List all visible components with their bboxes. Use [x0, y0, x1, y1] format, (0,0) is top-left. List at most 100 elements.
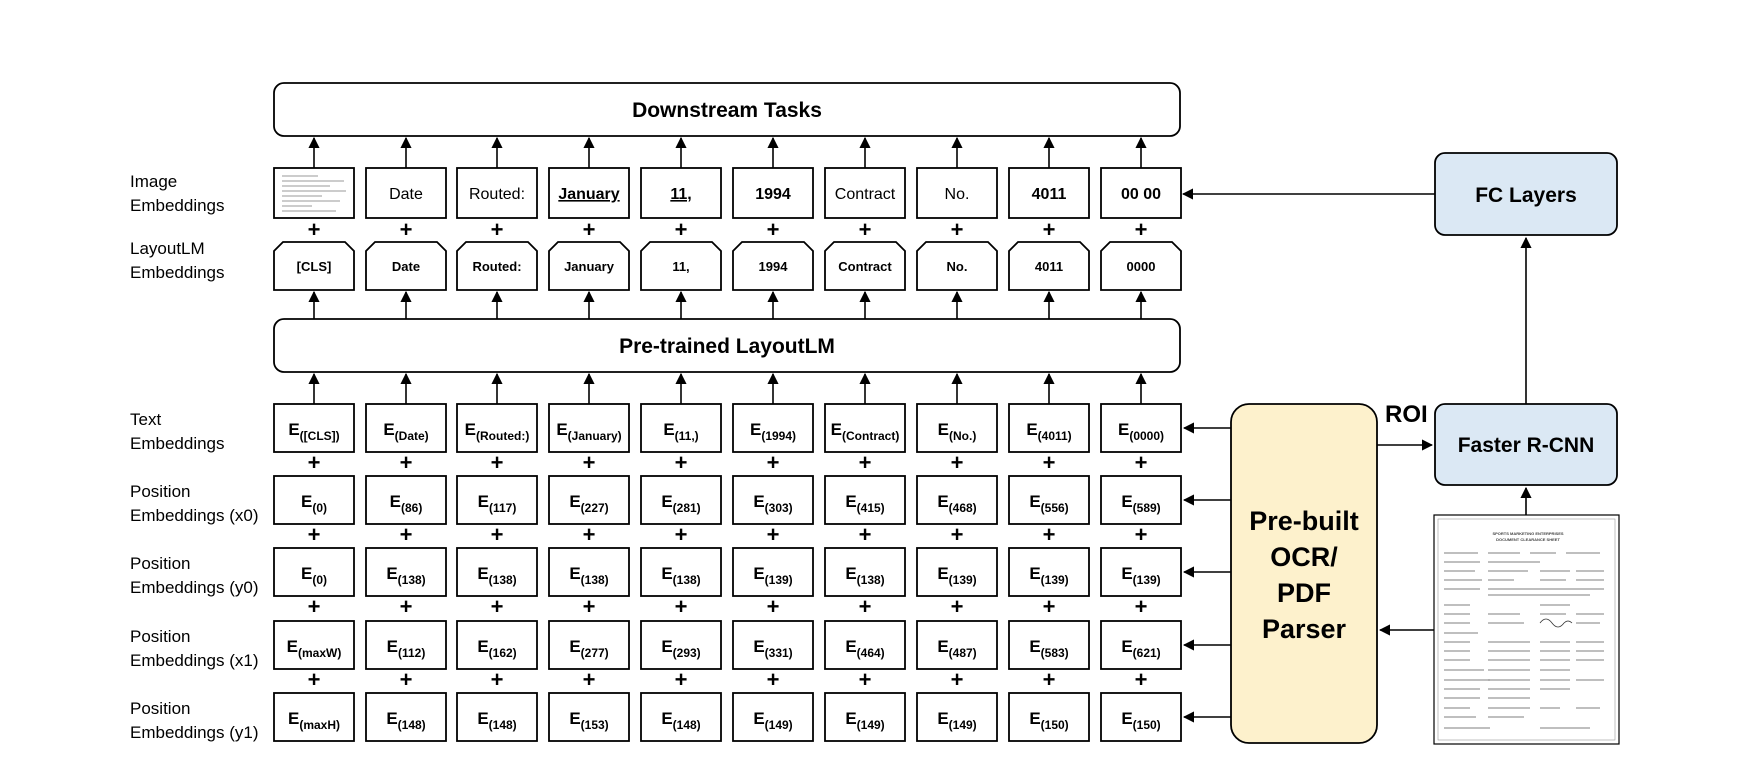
x0-embedding-4: E(281) [661, 492, 700, 515]
image-token-1: Date [389, 186, 423, 203]
plus-text-embedding-8: + [1043, 450, 1056, 475]
text-embedding-4-box [640, 403, 722, 453]
text-embeddings-label-2: Embeddings [130, 434, 225, 453]
image-token-4: 11, [670, 186, 691, 203]
layoutlm-token-box-5 [732, 241, 814, 291]
ocr-pdf-parser-box: Pre-built OCR/ PDF Parser [1230, 403, 1378, 744]
plus-y0-embedding-6: + [859, 594, 872, 619]
x0-embedding-2-box [456, 475, 538, 525]
document-thumbnail-cell [273, 167, 355, 219]
plus-x1-embedding-2: + [491, 667, 504, 692]
plus-x1-embedding-3: + [583, 667, 596, 692]
ocr-label-3: PDF [1277, 578, 1331, 608]
x1-embedding-7-box [916, 620, 998, 670]
plus-text-embedding-7: + [951, 450, 964, 475]
image-token-box-1 [365, 167, 447, 219]
y1-embedding-7: E(149) [937, 709, 976, 732]
x0-embedding-8-box [1008, 475, 1090, 525]
plus-text-embedding-9: + [1135, 450, 1148, 475]
y0-embedding-2-box [456, 547, 538, 597]
text-embedding-6-box [824, 403, 906, 453]
plus-image-layoutlm-8: + [1043, 217, 1056, 242]
x1-embedding-0-box [273, 620, 355, 670]
plus-y0-embedding-9: + [1135, 594, 1148, 619]
y0-embedding-0: E(0) [301, 564, 327, 587]
y1-embedding-2-box [456, 692, 538, 742]
x0-embedding-5: E(303) [753, 492, 792, 515]
text-embedding-2-box [456, 403, 538, 453]
image-token-box-4 [640, 167, 722, 219]
x1-embedding-6: E(464) [845, 637, 884, 660]
layoutlm-token-2: Routed: [472, 259, 521, 274]
y1-embedding-6-box [824, 692, 906, 742]
y1-embedding-9-box [1100, 692, 1182, 742]
layoutlm-token-box-7 [916, 241, 998, 291]
y0-embedding-1-box [365, 547, 447, 597]
x0-embedding-7-box [916, 475, 998, 525]
y1-embedding-8-box [1008, 692, 1090, 742]
plus-text-embedding-5: + [767, 450, 780, 475]
x1-embedding-2-box [456, 620, 538, 670]
y1-embedding-8: E(150) [1029, 709, 1068, 732]
document-text-lines [1444, 552, 1604, 729]
y1-embedding-4-box [640, 692, 722, 742]
text-embedding-6: E(Contract) [831, 420, 900, 443]
layoutlm-token-box-4 [640, 241, 722, 291]
x1-embedding-1: E(112) [387, 637, 426, 660]
text-embedding-5-box [732, 403, 814, 453]
layoutlm-token-box-0 [273, 241, 355, 291]
image-token-3: January [558, 186, 619, 203]
plus-x1-embedding-7: + [951, 667, 964, 692]
y0-embeddings-label-1: Position [130, 554, 190, 573]
x1-embedding-5-box [732, 620, 814, 670]
y0-embedding-3: E(138) [569, 564, 608, 587]
plus-x0-embedding-0: + [308, 522, 321, 547]
y1-embedding-1: E(148) [386, 709, 425, 732]
x0-embedding-9: E(589) [1121, 492, 1160, 515]
ocr-label-2: OCR/ [1270, 542, 1338, 572]
faster-rcnn-box: Faster R-CNN [1434, 403, 1618, 486]
plus-x1-embedding-4: + [675, 667, 688, 692]
plus-x0-embedding-7: + [951, 522, 964, 547]
y1-embedding-9: E(150) [1121, 709, 1160, 732]
document-inner-border [1437, 518, 1616, 741]
plus-image-layoutlm-7: + [951, 217, 964, 242]
layoutlm-token-box-8 [1008, 241, 1090, 291]
plus-image-layoutlm-2: + [491, 217, 504, 242]
plus-image-layoutlm-0: + [308, 217, 321, 242]
plus-x0-embedding-6: + [859, 522, 872, 547]
y0-embedding-7: E(139) [937, 564, 976, 587]
image-token-2: Routed: [469, 186, 525, 203]
x1-embedding-9-box [1100, 620, 1182, 670]
layoutlm-token-box-3 [548, 241, 630, 291]
fc-layers-label: FC Layers [1475, 184, 1577, 207]
pretrained-layoutlm-label: Pre-trained LayoutLM [619, 335, 835, 358]
y1-embedding-3-box [548, 692, 630, 742]
layoutlm-token-1: Date [392, 259, 420, 274]
plus-text-embedding-4: + [675, 450, 688, 475]
y1-embedding-0: E(maxH) [288, 709, 340, 732]
x0-embedding-3: E(227) [569, 492, 608, 515]
text-embedding-0: E([CLS]) [288, 420, 339, 443]
x0-embedding-9-box [1100, 475, 1182, 525]
layoutlm-token-4: 11, [672, 259, 689, 274]
x0-embedding-0-box [273, 475, 355, 525]
text-embedding-1-box [365, 403, 447, 453]
text-embedding-3: E(January) [556, 420, 621, 443]
ocr-label-4: Parser [1262, 614, 1347, 644]
plus-x1-embedding-0: + [308, 667, 321, 692]
x0-embedding-7: E(468) [937, 492, 976, 515]
x0-embedding-6-box [824, 475, 906, 525]
plus-x0-embedding-8: + [1043, 522, 1056, 547]
y1-embedding-3: E(153) [569, 709, 608, 732]
x0-embedding-0: E(0) [301, 492, 327, 515]
roi-label: ROI [1385, 401, 1428, 428]
image-token-box-9 [1100, 167, 1182, 219]
plus-y0-embedding-8: + [1043, 594, 1056, 619]
y0-embedding-4: E(138) [661, 564, 700, 587]
x1-embedding-2: E(162) [477, 637, 516, 660]
plus-y0-embedding-3: + [583, 594, 596, 619]
layoutlm-token-box-6 [824, 241, 906, 291]
layoutlm-token-6: Contract [838, 259, 892, 274]
x1-embedding-0: E(maxW) [287, 637, 342, 660]
